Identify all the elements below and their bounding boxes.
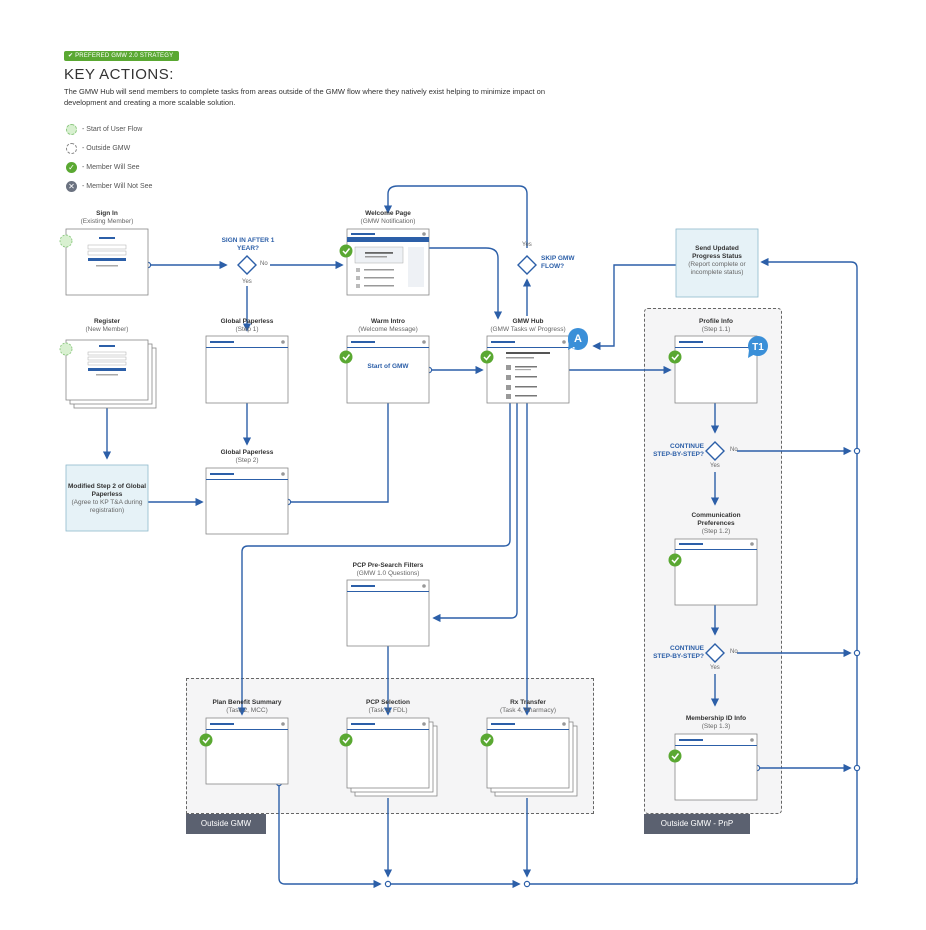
profile-subtitle: (Step 1.1) bbox=[701, 326, 731, 333]
plan-benefit-subtitle: (Task 2, MCC) bbox=[226, 707, 268, 714]
annotation-markers bbox=[567, 328, 768, 358]
start-flow-icon bbox=[66, 123, 77, 135]
rx-transfer-title: Rx Transfer bbox=[510, 699, 546, 706]
send-status-label: Send Updated Progress Status (Report com… bbox=[682, 245, 752, 277]
hub-title: GMW Hub bbox=[512, 318, 544, 325]
comm-prefs-label: Communication Preferences (Step 1.2) bbox=[666, 512, 766, 536]
x-icon: ✕ bbox=[66, 180, 77, 192]
send-status-title: Send Updated Progress Status bbox=[692, 245, 742, 260]
modified-step-title: Modified Step 2 of Global Paperless bbox=[68, 483, 146, 498]
continue2-no: No bbox=[730, 649, 738, 655]
outside-gmw-zone-label: Outside GMW bbox=[186, 814, 266, 834]
continue1-yes: Yes bbox=[710, 463, 720, 469]
signin-screen bbox=[65, 228, 149, 296]
welcome-title: Welcome Page bbox=[365, 210, 411, 217]
check-icon: ✓ bbox=[66, 161, 77, 173]
modified-step-label: Modified Step 2 of Global Paperless (Agr… bbox=[68, 483, 146, 515]
plan-benefit-label: Plan Benefit Summary (Task 2, MCC) bbox=[192, 699, 302, 715]
continue2-yes: Yes bbox=[710, 665, 720, 671]
legend-start: - Start of User Flow bbox=[66, 123, 142, 135]
modified-step-box bbox=[65, 464, 149, 532]
strategy-badge: ✔ PREFERED GMW 2.0 STRATEGY bbox=[64, 51, 180, 61]
signin-title: Sign In bbox=[96, 210, 118, 217]
legend-notsee: ✕ - Member Will Not See bbox=[66, 180, 152, 192]
signin-label: Sign In (Existing Member) bbox=[57, 210, 157, 226]
signin-year-no: No bbox=[260, 261, 268, 267]
skip-question: SKIP GMW FLOW? bbox=[541, 255, 575, 270]
marker-t1-label: T1 bbox=[752, 342, 764, 353]
legend-see: ✓ - Member Will See bbox=[66, 161, 140, 173]
hub-label: GMW Hub (GMW Tasks w/ Progress) bbox=[470, 318, 586, 334]
register-label: Register (New Member) bbox=[57, 318, 157, 334]
gp2-title: Global Paperless bbox=[220, 449, 274, 456]
start-gmw-text: Start of GMW bbox=[367, 363, 409, 370]
start-flow-icon bbox=[59, 234, 73, 356]
skip-yes: Yes bbox=[522, 242, 532, 248]
continue1-question: CONTINUE STEP-BY-STEP? bbox=[653, 443, 704, 458]
comm-prefs-title: Communication Preferences bbox=[691, 512, 741, 527]
warm-intro-subtitle: (Welcome Message) bbox=[358, 326, 418, 333]
outside-pnp-zone-label: Outside GMW - PnP bbox=[644, 814, 750, 834]
pcp-filters-title: PCP Pre-Search Filters bbox=[352, 562, 424, 569]
register-subtitle: (New Member) bbox=[85, 326, 129, 333]
signin-year-question: SIGN IN AFTER 1 YEAR? bbox=[221, 237, 275, 252]
modified-step-subtitle: (Agree to KP T&A during registration) bbox=[71, 499, 143, 514]
check-icon bbox=[199, 244, 682, 763]
page-description: The GMW Hub will send members to complet… bbox=[64, 87, 546, 107]
welcome-subtitle: (GMW Notification) bbox=[360, 218, 416, 225]
warm-intro-label: Warm Intro (Welcome Message) bbox=[338, 318, 438, 334]
pcp-filters-label: PCP Pre-Search Filters (GMW 1.0 Question… bbox=[328, 562, 448, 578]
gp2-label: Global Paperless (Step 2) bbox=[197, 449, 297, 465]
legend-outside: - Outside GMW bbox=[66, 142, 130, 154]
hub-subtitle: (GMW Tasks w/ Progress) bbox=[490, 326, 566, 333]
pcp-selection-label: PCP Selection (Task 3, FDL) bbox=[338, 699, 438, 715]
member-id-subtitle: (Step 1.3) bbox=[701, 723, 731, 730]
plan-benefit-title: Plan Benefit Summary bbox=[212, 699, 282, 706]
marker-a-label: A bbox=[574, 333, 582, 345]
legend-label: - Member Will See bbox=[82, 163, 140, 171]
member-id-label: Membership ID Info (Step 1.3) bbox=[666, 715, 766, 731]
page-title: KEY ACTIONS: bbox=[64, 66, 174, 83]
legend-label: - Member Will Not See bbox=[82, 182, 153, 190]
warm-intro-title: Warm Intro bbox=[370, 318, 406, 325]
gp1-title: Global Paperless bbox=[220, 318, 274, 325]
profile-label: Profile Info (Step 1.1) bbox=[666, 318, 766, 334]
rx-transfer-subtitle: (Task 4, Pharmacy) bbox=[500, 707, 556, 714]
profile-title: Profile Info bbox=[699, 318, 733, 325]
send-status-subtitle: (Report complete or incomplete status) bbox=[688, 261, 746, 276]
signin-year-yes: Yes bbox=[242, 279, 252, 285]
pcp-selection-title: PCP Selection bbox=[366, 699, 410, 706]
signin-subtitle: (Existing Member) bbox=[80, 218, 134, 225]
connectors bbox=[102, 185, 858, 889]
legend-label: - Outside GMW bbox=[82, 144, 131, 152]
outside-gmw-icon bbox=[66, 142, 77, 154]
member-id-title: Membership ID Info bbox=[685, 715, 747, 722]
gp2-subtitle: (Step 2) bbox=[235, 457, 259, 464]
continue2-question: CONTINUE STEP-BY-STEP? bbox=[653, 645, 704, 660]
pcp-filters-subtitle: (GMW 1.0 Questions) bbox=[356, 570, 420, 577]
pcp-selection-subtitle: (Task 3, FDL) bbox=[368, 707, 408, 714]
gp1-label: Global Paperless (Step 1) bbox=[197, 318, 297, 334]
rx-transfer-label: Rx Transfer (Task 4, Pharmacy) bbox=[478, 699, 578, 715]
screen-windows bbox=[205, 228, 758, 801]
legend-label: - Start of User Flow bbox=[82, 125, 143, 133]
comm-prefs-subtitle: (Step 1.2) bbox=[701, 528, 731, 535]
register-screen bbox=[65, 339, 157, 409]
gp1-subtitle: (Step 1) bbox=[235, 326, 259, 333]
continue1-no: No bbox=[730, 447, 738, 453]
welcome-label: Welcome Page (GMW Notification) bbox=[338, 210, 438, 226]
send-status-box bbox=[675, 228, 759, 298]
register-title: Register bbox=[93, 318, 120, 325]
decision-diamonds bbox=[237, 255, 725, 663]
